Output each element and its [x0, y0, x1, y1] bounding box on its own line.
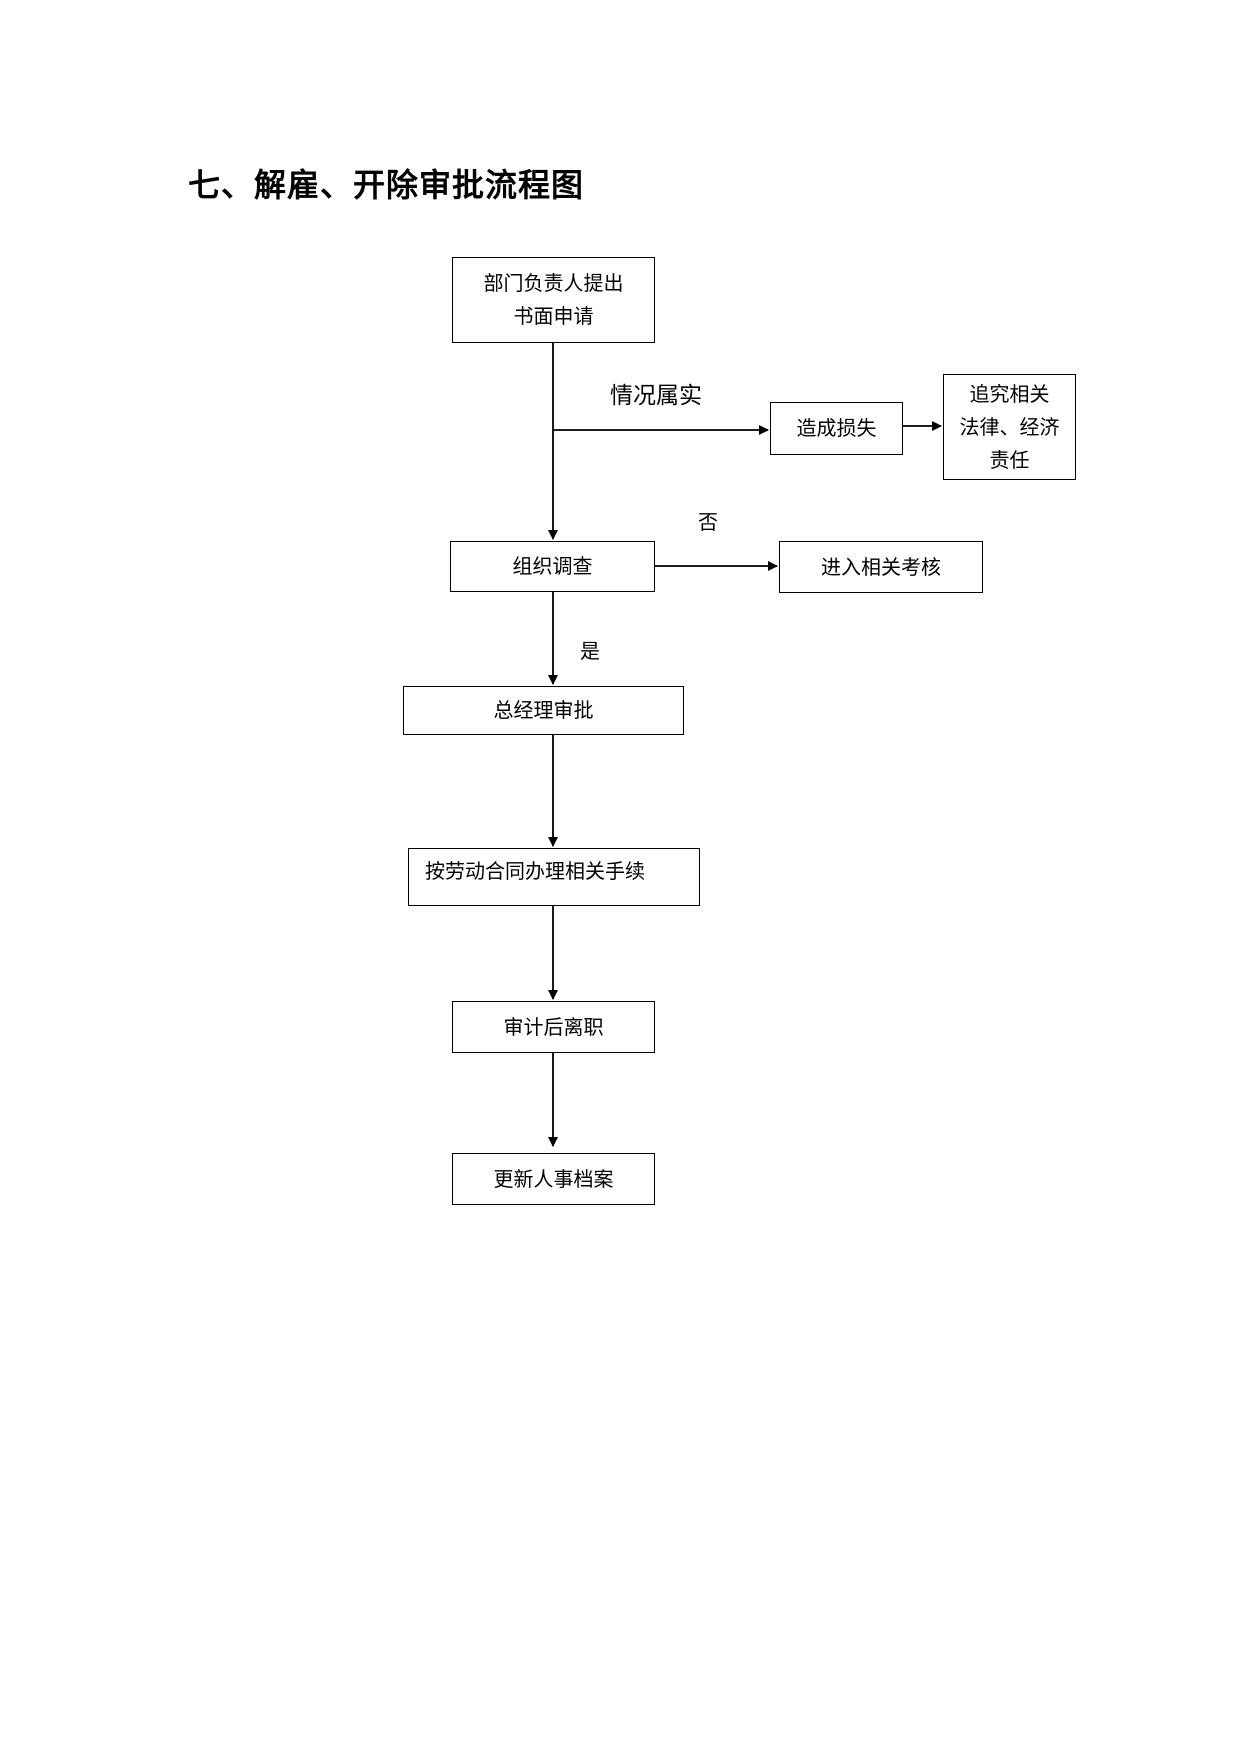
- node-pursue-liability: 追究相关 法律、经济 责任: [943, 374, 1076, 480]
- node-enter-assessment: 进入相关考核: [779, 541, 983, 593]
- node-audit-then-leave-text: 审计后离职: [503, 1014, 604, 1039]
- label-no: 否: [698, 510, 718, 534]
- node-pursue-liability-text: 追究相关 法律、经济 责任: [959, 381, 1060, 472]
- node-gm-approval: 总经理审批: [403, 686, 684, 735]
- node-labor-contract-procedures: 按劳动合同办理相关手续: [408, 848, 700, 906]
- node-cause-loss: 造成损失: [770, 402, 903, 455]
- node-update-records: 更新人事档案: [452, 1153, 655, 1205]
- node-organize-investigation: 组织调查: [450, 541, 655, 592]
- node-labor-contract-procedures-text: 按劳动合同办理相关手续: [425, 859, 645, 883]
- node-organize-investigation-text: 组织调查: [512, 554, 593, 578]
- node-gm-approval-text: 总经理审批: [493, 698, 594, 722]
- node-department-application-text: 部门负责人提出 书面申请: [483, 271, 624, 328]
- node-department-application: 部门负责人提出 书面申请: [452, 257, 655, 343]
- node-enter-assessment-text: 进入相关考核: [821, 554, 941, 579]
- label-yes: 是: [580, 639, 600, 663]
- node-audit-then-leave: 审计后离职: [452, 1001, 655, 1053]
- node-cause-loss-text: 造成损失: [796, 416, 877, 440]
- page-title: 七、解雇、开除审批流程图: [188, 166, 585, 204]
- node-update-records-text: 更新人事档案: [493, 1166, 614, 1191]
- label-confirmed: 情况属实: [610, 383, 702, 409]
